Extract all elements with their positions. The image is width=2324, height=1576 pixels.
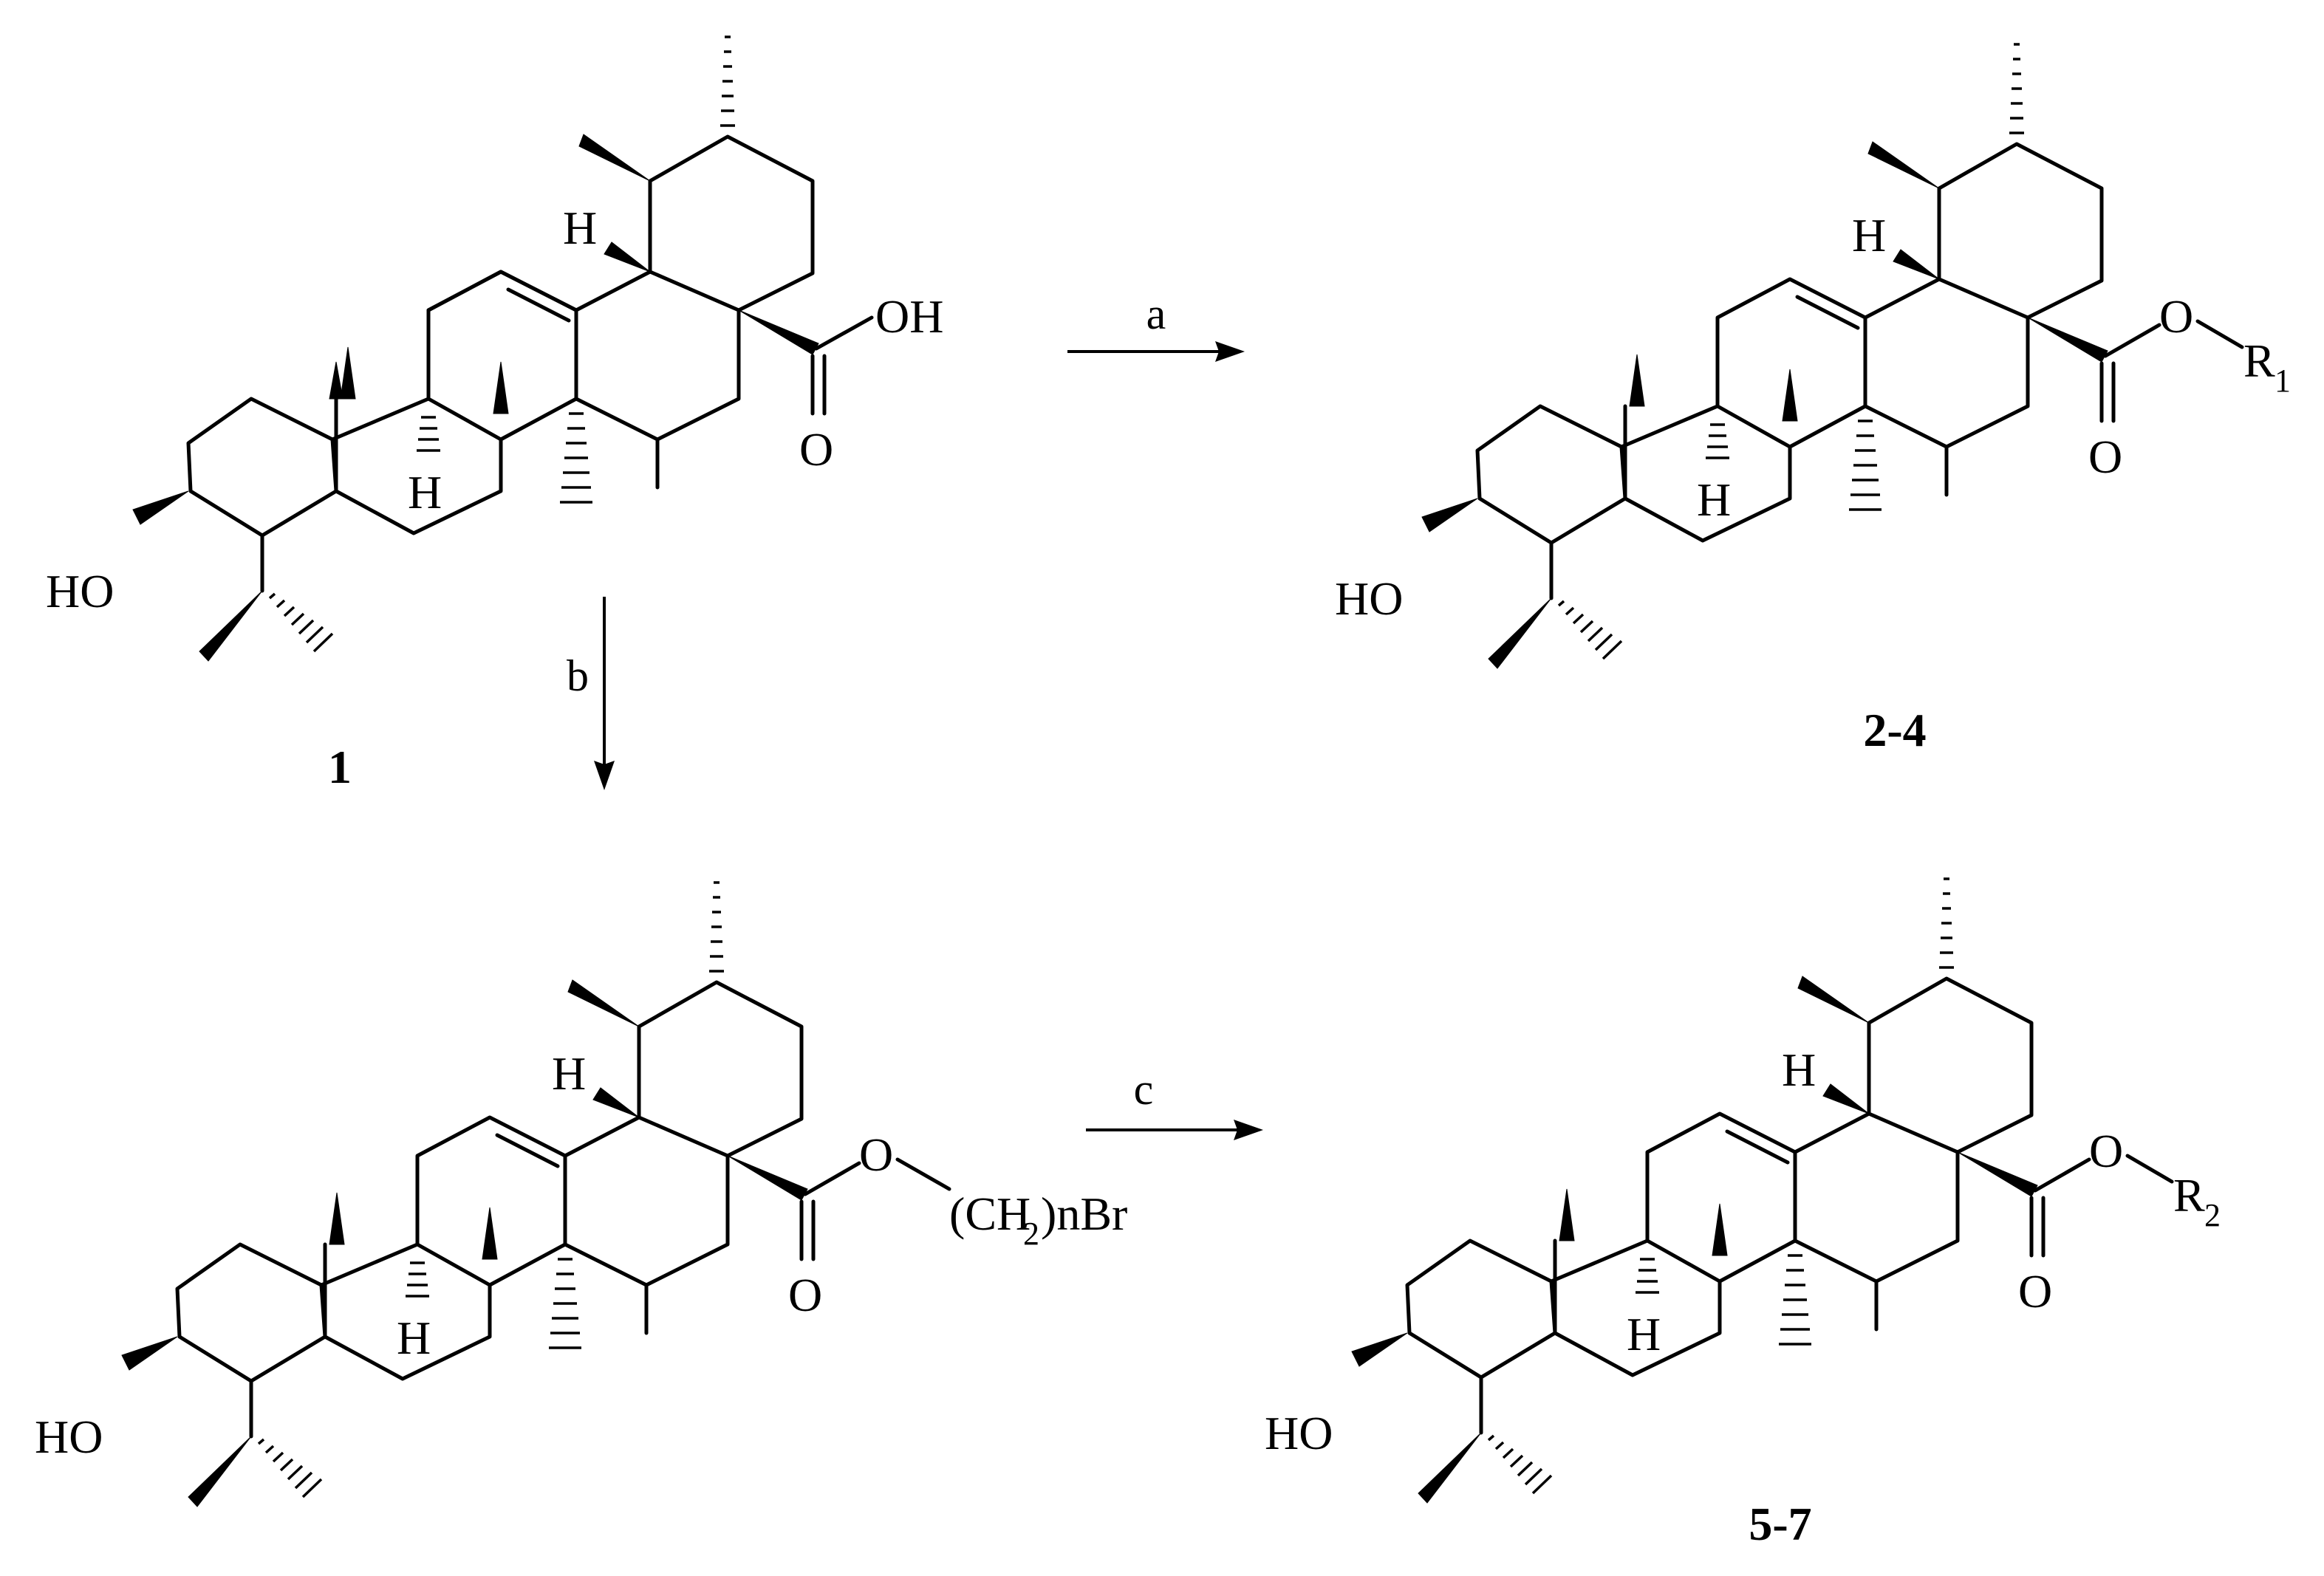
compound-1: HO H [46, 35, 943, 793]
arrow-b: b [567, 597, 615, 790]
h-label-c18: H [552, 1047, 586, 1100]
chain-open-label: (CH [949, 1188, 1031, 1240]
ester-o-label: O [859, 1128, 893, 1181]
r2-label: R [2173, 1169, 2205, 1222]
chain-close-label: )nBr [1041, 1188, 1127, 1240]
compound-number: 5-7 [1749, 1498, 1811, 1550]
h-label-c18: H [563, 202, 597, 254]
reaction-label-a: a [1146, 289, 1166, 338]
carbonyl-o-label: O [2088, 431, 2122, 483]
carbonyl-o-label: O [2018, 1265, 2052, 1318]
carbonyl-o-label: O [788, 1269, 822, 1321]
hydroxyl-label: HO [1335, 572, 1403, 625]
arrow-c: c [1086, 1065, 1263, 1140]
hydroxyl-label: HO [1265, 1407, 1333, 1459]
reaction-label-c: c [1134, 1065, 1154, 1114]
reaction-label-b: b [567, 651, 589, 700]
r1-subscript: 1 [2275, 363, 2291, 399]
h-label-c9: H [1627, 1308, 1661, 1360]
compound-bromoalkyl-ester: HO H H [35, 881, 1127, 1507]
arrow-a: a [1067, 289, 1245, 362]
carbonyl-o-label: O [799, 423, 833, 476]
compound-number: 2-4 [1863, 704, 1926, 756]
h-label-c9: H [408, 466, 442, 518]
h-label-c9: H [1697, 473, 1731, 526]
r2-subscript: 2 [2204, 1197, 2221, 1233]
ester-o-label: O [2159, 290, 2193, 343]
r1-label: R [2243, 335, 2275, 387]
compound-number: 1 [328, 741, 352, 793]
hydroxyl-label: HO [46, 565, 114, 617]
compound-5-7: HO H H [1265, 877, 2221, 1550]
h-label-c9: H [397, 1312, 431, 1364]
compound-2-4: HO H H [1335, 43, 2291, 756]
acid-oh-label: OH [875, 290, 943, 343]
h-label-c18: H [1852, 209, 1886, 261]
chain-subscript: 2 [1023, 1216, 1039, 1252]
h-label-c18: H [1782, 1044, 1816, 1096]
hydroxyl-label: HO [35, 1411, 103, 1463]
ester-o-label: O [2089, 1125, 2123, 1177]
